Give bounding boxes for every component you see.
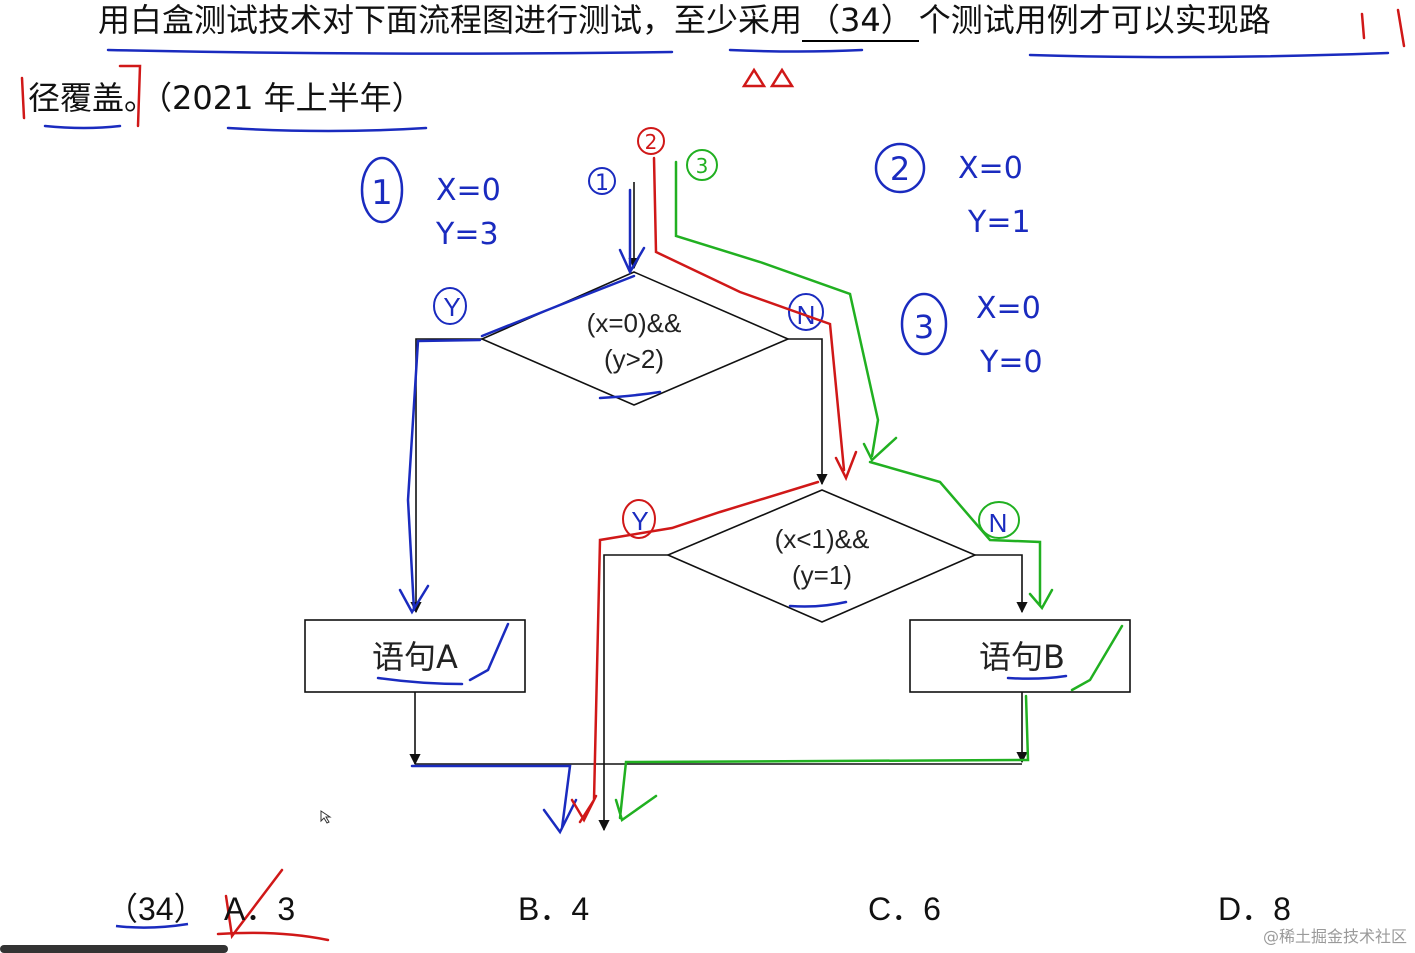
path-1-marker-digit: 1 [595, 171, 609, 196]
test-case-3: 3 X=0 Y=0 [900, 291, 1043, 380]
decision1-line1: (x=0)&& [587, 308, 682, 338]
statement-a: 语句A [372, 638, 458, 676]
answer-blank: （34） [802, 0, 919, 42]
svg-text:2: 2 [890, 150, 910, 188]
option-a: A．3 [224, 891, 296, 927]
svg-text:3: 3 [914, 308, 934, 346]
horizontal-scrollbar[interactable] [0, 945, 228, 953]
yes-label-1: Y [443, 292, 460, 322]
decision2-line1: (x<1)&& [775, 524, 870, 554]
question-line2-text: 径覆盖。 [28, 79, 157, 117]
case1-y: Y=3 [435, 217, 499, 252]
path-1-blue [376, 188, 1068, 835]
path-3-marker-digit: 3 [696, 154, 709, 178]
test-case-2: 2 X=0 Y=1 [874, 142, 1031, 240]
yn-circles [433, 287, 1020, 539]
question-line-2: 径覆盖。（2021 年上半年） [28, 78, 424, 118]
options-underline [115, 922, 189, 929]
statement-b: 语句B [979, 638, 1065, 676]
path-2-marker-digit: 2 [645, 130, 658, 154]
question-prefix: 用白盒测试技术对下面流程图进行测试， [98, 1, 675, 39]
path-3-green [614, 160, 1124, 823]
test-case-1: 1 X=0 Y=3 [360, 156, 501, 252]
flowchart-structure [304, 182, 1131, 832]
question-line-1: 用白盒测试技术对下面流程图进行测试，至少采用（34）个测试用例才可以实现路 [98, 0, 1271, 42]
decision2-line2: (y=1) [792, 560, 852, 590]
question-source: （2021 年上半年） [156, 79, 424, 117]
case1-x: X=0 [436, 173, 501, 208]
no-label-2: N [989, 508, 1008, 538]
option-d: D．8 [1218, 891, 1291, 927]
path-2-red [216, 156, 858, 942]
mouse-cursor-icon [320, 810, 332, 824]
case3-y: Y=0 [979, 345, 1043, 380]
case2-x: X=0 [958, 151, 1023, 186]
svg-text:1: 1 [371, 173, 393, 213]
question-mid: 至少采用 [674, 1, 803, 39]
case2-y: Y=1 [967, 205, 1031, 240]
question-suffix: 个测试用例才可以实现路 [918, 1, 1271, 39]
path-markers: 1 2 3 [588, 127, 718, 196]
option-b: B．4 [518, 891, 590, 927]
option-c: C．6 [868, 891, 941, 927]
watermark: @稀土掘金技术社区 [1262, 927, 1407, 946]
decision1-line2: (y>2) [604, 344, 664, 374]
option-number: （34） [106, 891, 206, 927]
case3-x: X=0 [976, 291, 1041, 326]
flowchart-text: (x=0)&& (y>2) (x<1)&& (y=1) 语句A 语句B Y N … [372, 292, 1065, 676]
question-underlines [20, 8, 1406, 133]
yes-label-2: Y [631, 506, 648, 536]
